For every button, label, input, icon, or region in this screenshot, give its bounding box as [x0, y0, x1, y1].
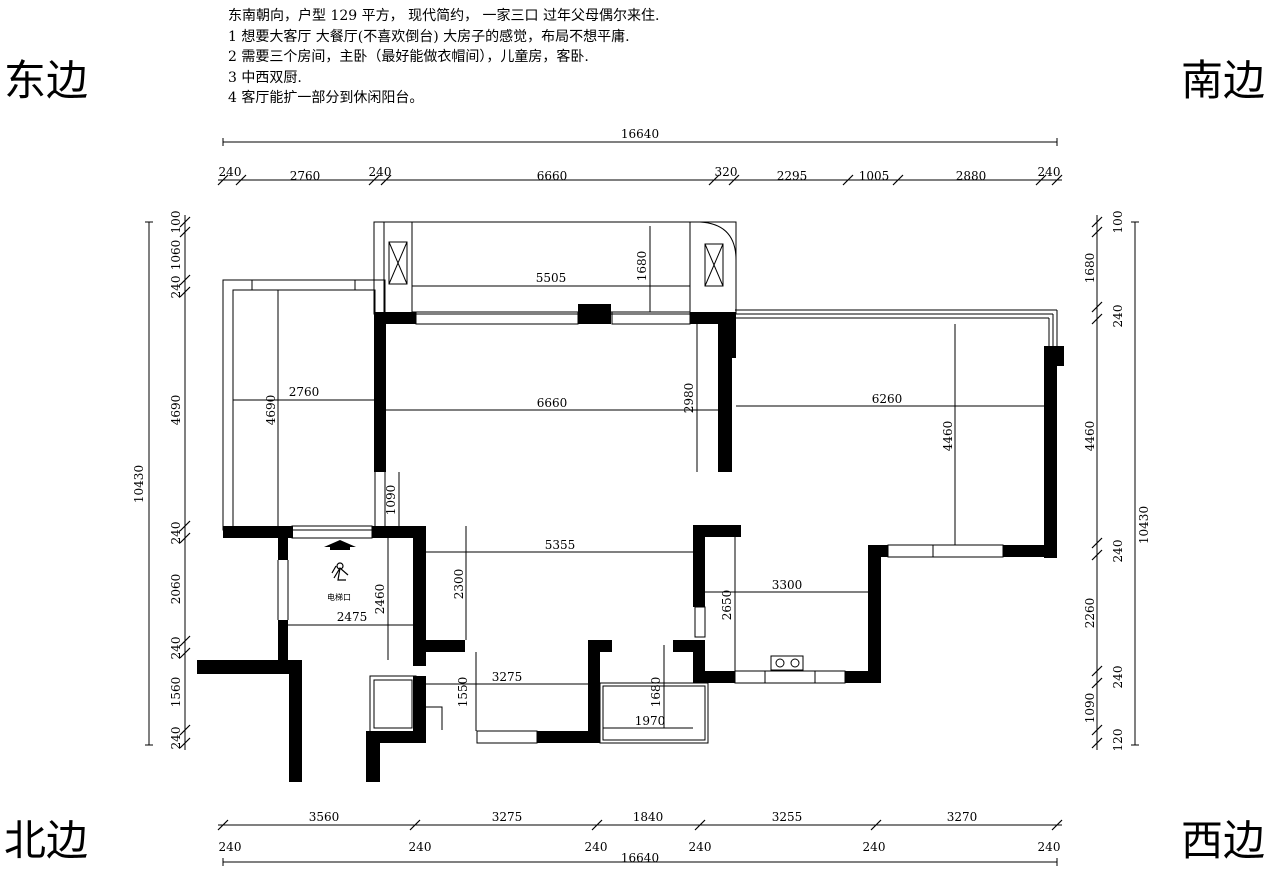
dim-south-room-width: 6260 [872, 392, 903, 406]
elevator-person-icon [331, 562, 349, 581]
direction-east: 东边 [4, 56, 89, 105]
dim-bottom-wall: 240 [219, 840, 242, 854]
dim-bottom: 3255 [772, 810, 803, 824]
dim-left-total: 10430 [132, 465, 146, 503]
dim-bottom-wall: 240 [585, 840, 608, 854]
dim-top: 6660 [537, 169, 568, 183]
dim-bottom-wall: 240 [409, 840, 432, 854]
dim-right: 120 [1111, 729, 1125, 752]
dim-balcony-width: 5505 [536, 271, 567, 285]
dim-left: 240 [169, 522, 183, 545]
dim-bottom-wall: 240 [689, 840, 712, 854]
dim-left: 1060 [169, 240, 183, 271]
direction-west: 西边 [1181, 816, 1266, 865]
dim-living-wall: 2980 [682, 383, 696, 414]
dim-top: 2295 [777, 169, 808, 183]
note-line: 4 客厅能扩一部分到休闲阳台。 [228, 90, 424, 106]
dim-right: 1090 [1083, 693, 1097, 724]
dim-right: 4460 [1083, 421, 1097, 452]
dim-bottom: 3560 [309, 810, 340, 824]
dim-lobby-width: 2475 [337, 610, 368, 624]
dim-right: 240 [1111, 666, 1125, 689]
dim-bottom: 3270 [947, 810, 978, 824]
dim-right: 1680 [1083, 253, 1097, 284]
dim-left: 240 [169, 637, 183, 660]
dim-right-total: 10430 [1137, 506, 1151, 544]
dim-kitchen-depth: 1550 [456, 677, 470, 708]
dim-bottom: 3275 [492, 810, 523, 824]
dim-bottom-wall: 240 [863, 840, 886, 854]
dim-left: 1560 [169, 677, 183, 708]
dim-top: 2880 [956, 169, 987, 183]
elevator-label: 电梯口 [327, 592, 351, 602]
walls [197, 304, 1064, 782]
dim-east-room-depth: 4690 [264, 395, 278, 426]
dim-bottom-total: 16640 [621, 851, 659, 865]
dimension-lines [145, 138, 1139, 866]
requirements-notes: 东南朝向，户型 129 平方， 现代简约， 一家三口 过年父母偶尔来住. 1 想… [228, 6, 659, 109]
dim-right: 240 [1111, 540, 1125, 563]
dim-east-room-width: 2760 [289, 385, 320, 399]
dim-kitchen-width: 3275 [492, 670, 523, 684]
dimension-labels: 16640 240 2760 240 6660 320 2295 1005 28… [132, 127, 1151, 865]
dim-left: 100 [169, 211, 183, 234]
dim-top: 240 [369, 165, 392, 179]
dim-left: 2060 [169, 574, 183, 605]
dim-top: 240 [1038, 165, 1061, 179]
dim-corridor: 1090 [384, 485, 398, 516]
dim-top: 320 [715, 165, 738, 179]
outline-lines [222, 221, 1058, 744]
direction-north: 北边 [4, 816, 89, 865]
dim-left: 4690 [169, 395, 183, 426]
dim-top: 240 [219, 165, 242, 179]
dim-balcony-depth: 1680 [635, 251, 649, 282]
dim-right: 2260 [1083, 598, 1097, 629]
stove-icon [770, 655, 804, 671]
note-line: 东南朝向，户型 129 平方， 现代简约， 一家三口 过年父母偶尔来住. [228, 8, 660, 24]
ac-unit-icon [704, 243, 724, 287]
note-line: 1 想要大客厅 大餐厅(不喜欢倒台) 大房子的感觉，布局不想平庸. [228, 28, 630, 45]
dim-wc-depth: 1680 [649, 677, 663, 708]
dim-south-room-depth: 4460 [941, 421, 955, 452]
dim-top: 1005 [859, 169, 890, 183]
dim-room3-width: 3300 [772, 578, 803, 592]
dim-dining-depth: 2300 [452, 569, 466, 600]
dim-living-width: 6660 [537, 396, 568, 410]
direction-south: 南边 [1181, 56, 1266, 105]
dim-right: 100 [1111, 211, 1125, 234]
dim-dining-width: 5355 [545, 538, 576, 552]
note-line: 3 中西双厨. [228, 69, 302, 86]
dim-bottom-wall: 240 [1038, 840, 1061, 854]
note-line: 2 需要三个房间，主卧（最好能做衣帽间），儿童房，客卧. [228, 49, 589, 65]
dim-bottom: 1840 [633, 810, 664, 824]
dim-left: 240 [169, 276, 183, 299]
dim-top-total: 16640 [621, 127, 659, 141]
dim-left: 240 [169, 727, 183, 750]
dim-lobby-depth: 2460 [373, 584, 387, 615]
dim-right: 240 [1111, 305, 1125, 328]
entrance-arrow-icon [324, 540, 356, 550]
dim-room3-depth: 2650 [720, 590, 734, 621]
ac-unit-icon [388, 241, 408, 285]
dim-wc-width: 1970 [635, 714, 666, 728]
dim-top: 2760 [290, 169, 321, 183]
